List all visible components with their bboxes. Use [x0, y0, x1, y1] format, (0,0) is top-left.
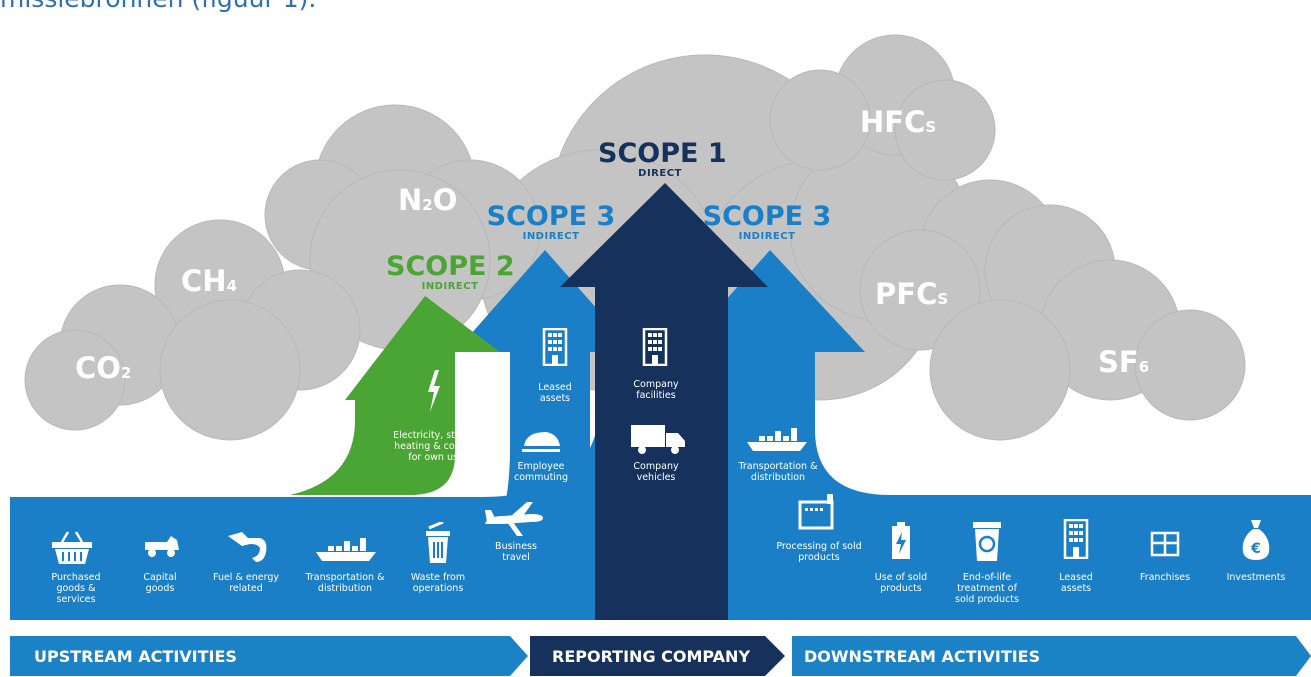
scope3-right-arrow [680, 250, 1311, 620]
lightning-icon [428, 370, 440, 412]
label-company-vehicles: Company vehicles [633, 461, 679, 483]
label-investments: Investments [1226, 572, 1286, 583]
trash-bin-icon [426, 522, 450, 563]
label-capital-goods: Capital goods [143, 572, 177, 594]
label-company-facilities: Company facilities [633, 379, 679, 401]
gas-co2: CO2 [75, 351, 132, 385]
label-leased-assets-upstream: Leased assets [538, 382, 572, 404]
ship-icon-upstream [316, 538, 376, 561]
intro-text: missiebronnen (figuur 1). [0, 0, 316, 13]
gas-n2o: N2O [398, 183, 458, 217]
leased-building-icon [1063, 519, 1089, 559]
reporting-company-label: REPORTING COMPANY [552, 647, 751, 666]
label-electricity: Electricity, steam, heating & cooling fo… [393, 430, 479, 463]
recycle-bin-icon [973, 522, 1001, 561]
building-icon [542, 328, 568, 366]
upstream-bar [10, 636, 528, 676]
battery-icon [892, 522, 910, 559]
airplane-icon [485, 502, 543, 536]
label-fuel-energy: Fuel & energy related [213, 572, 279, 594]
label-franchises: Franchises [1139, 572, 1191, 583]
machinery-icon [145, 536, 179, 557]
gas-sf6: SF6 [1098, 345, 1150, 379]
franchise-store-icon [1150, 531, 1180, 557]
gas-ch4: CH4 [181, 264, 237, 298]
label-transport-downstream: Transportation & distribution [738, 461, 818, 483]
label-transport-upstream: Transportation & distribution [305, 572, 385, 594]
downstream-bar [792, 636, 1311, 676]
basket-icon [52, 531, 92, 564]
label-leased-assets-downstream: Leased assets [1059, 572, 1093, 594]
label-processing: Processing of sold products [776, 541, 862, 563]
fuel-nozzle-icon [228, 532, 267, 562]
upstream-activities-label: UPSTREAM ACTIVITIES [34, 647, 237, 666]
gas-pfcs: PFCS [875, 277, 949, 311]
factory-icon [798, 494, 834, 530]
label-waste: Waste from operations [410, 572, 466, 594]
truck-icon [631, 425, 685, 454]
label-purchased-goods: Purchased goods & services [51, 572, 101, 605]
facility-icon [642, 328, 668, 366]
label-end-of-life: End-of-life treatment of sold products [955, 572, 1019, 605]
label-use-of-sold: Use of sold products [874, 572, 928, 594]
label-employee-commuting: Employee commuting [514, 461, 568, 483]
label-business-travel: Business travel [495, 541, 537, 563]
upstream-band [10, 400, 600, 620]
reporting-bar [530, 636, 785, 676]
gas-hfcs: HFCS [860, 105, 937, 139]
scope1-arrow [560, 183, 768, 620]
scope2-arrow [290, 296, 500, 495]
svg-text:€: € [1250, 541, 1261, 557]
money-bag-icon: € [1242, 520, 1270, 560]
train-icon [522, 432, 560, 452]
ship-icon-downstream [747, 428, 807, 451]
downstream-activities-label: DOWNSTREAM ACTIVITIES [804, 647, 1041, 666]
